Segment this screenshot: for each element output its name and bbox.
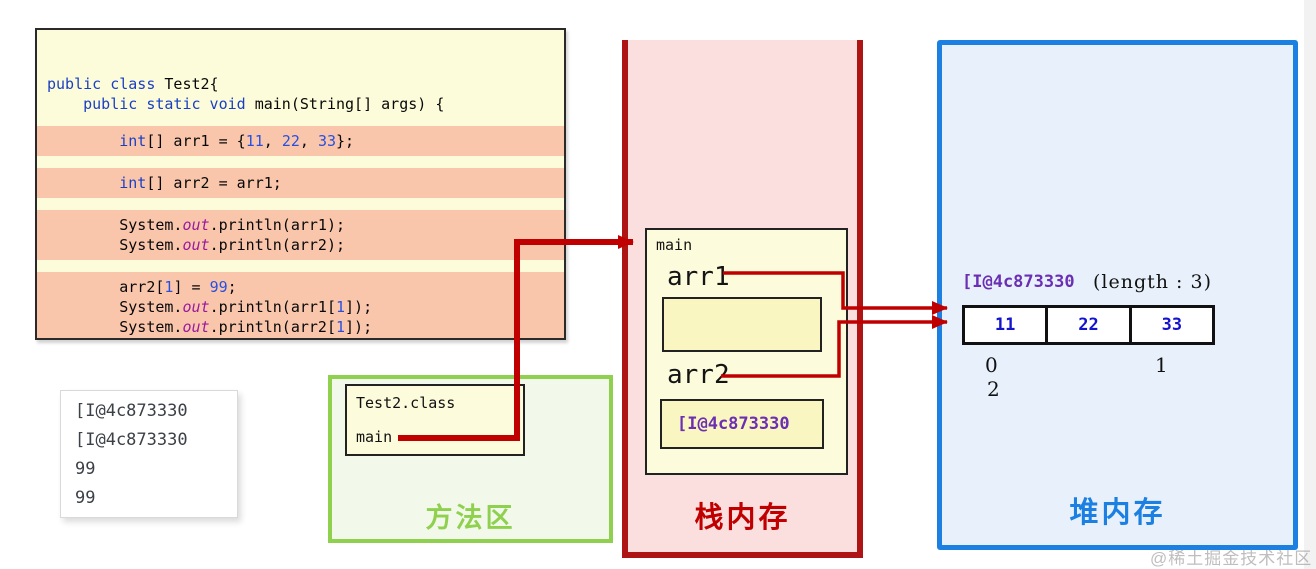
variable-arr2-label: arr2 — [667, 360, 730, 390]
method-area-title: 方法区 — [425, 503, 516, 533]
stack-memory-title: 栈内存 — [694, 502, 791, 534]
site-watermark: @稀土掘金技术社区 — [1150, 549, 1313, 568]
array-cell-1: 22 — [1048, 308, 1132, 342]
class-box: Test2.class main — [345, 384, 525, 456]
console-output-box: [I@4c873330 [I@4c873330 99 99 — [60, 390, 238, 518]
variable-arr2-value-box: [I@4c873330 — [660, 399, 824, 449]
page-scrollbar-strip — [1304, 0, 1316, 569]
array-cell-2: 33 — [1161, 315, 1183, 335]
heap-memory-title: 堆内存 — [1069, 497, 1166, 529]
code-line: int[] arr1 = {11, 22, 33}; — [119, 132, 355, 150]
variable-arr1-value-box — [662, 297, 822, 352]
method-area-box: Test2.class main 方法区 — [328, 375, 613, 543]
code-line: System.out.println(arr1); — [47, 216, 346, 234]
stack-frame-name: main — [656, 236, 693, 254]
array-cells: 11 22 33 — [962, 305, 1215, 345]
console-line: [I@4c873330 — [75, 401, 188, 421]
code-line: public class Test2{ — [47, 75, 219, 93]
array-index-1: 1 — [1155, 353, 1168, 377]
java-source-code-block: public class Test2{ public static void m… — [35, 28, 566, 340]
console-line: 99 — [75, 459, 96, 479]
console-line: [I@4c873330 — [75, 430, 188, 450]
code-lines: public class Test2{ public static void m… — [37, 74, 564, 338]
variable-arr1-label: arr1 — [667, 262, 730, 292]
class-method-label: main — [356, 428, 393, 446]
console-line: 99 — [75, 488, 96, 508]
code-line: arr2[1] = 99; — [47, 278, 237, 296]
class-name-label: Test2.class — [356, 394, 456, 412]
array-cell-0: 11 — [965, 308, 1049, 342]
code-line: System.out.println(arr1[1]); — [47, 298, 373, 316]
code-line: public static void main(String[] args) { — [83, 95, 445, 113]
array-reference-address: [I@4c873330 — [962, 272, 1075, 292]
code-line: System.out.println(arr2[1]); — [47, 318, 373, 336]
array-index-0: 0 — [985, 353, 998, 377]
stack-frame-main: main arr1 arr2 [I@4c873330 — [645, 228, 848, 475]
code-line: int[] arr2 = arr1; — [119, 174, 282, 192]
array-index-2: 2 — [987, 377, 1000, 401]
array-length-note: (length : 3) — [1093, 271, 1212, 293]
code-line: System.out.println(arr2); — [47, 236, 346, 254]
heap-memory-box: [I@4c873330 (length : 3) 11 22 33 0 1 2 … — [937, 40, 1298, 550]
